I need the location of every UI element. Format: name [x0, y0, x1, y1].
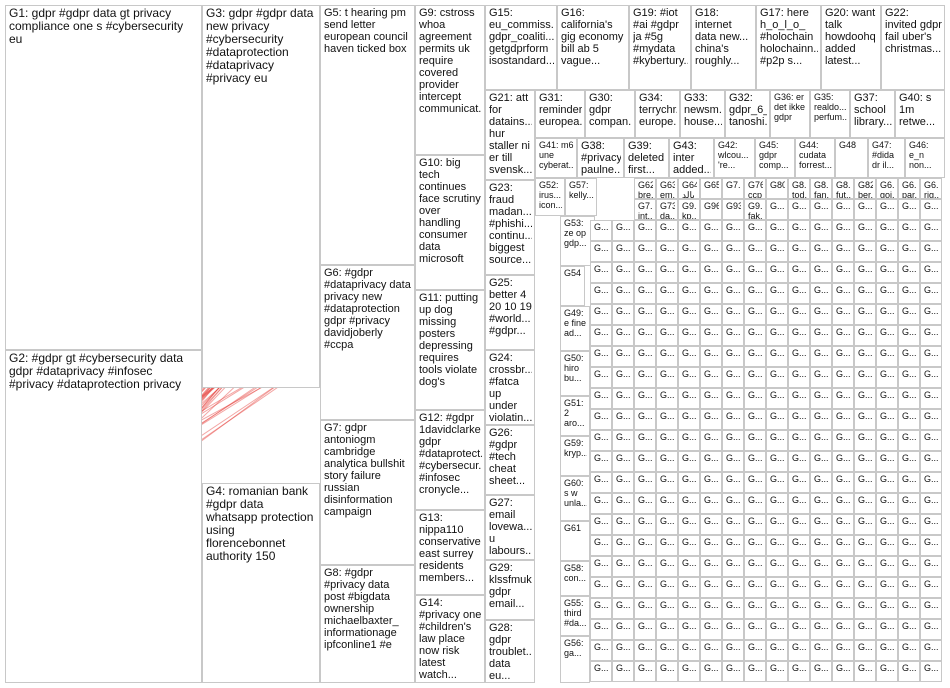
network-graph-canvas: G1: gdpr #gdpr data gt privacy complianc…: [5, 5, 945, 683]
